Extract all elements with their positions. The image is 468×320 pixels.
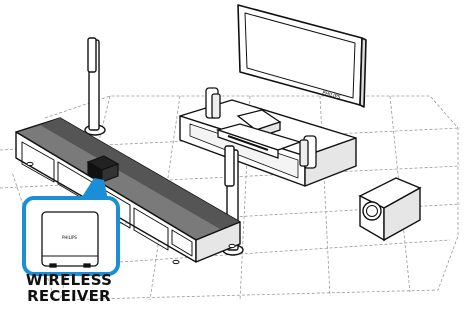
wireless-receiver-unit [86,155,120,184]
tv-brand: PHILIPS [321,90,341,101]
main-unit [215,123,303,159]
front-left-speaker [205,87,221,119]
wireless-receiver-label: WIRELESS RECEIVER [10,272,128,304]
wireless-receiver-label-line2: RECEIVER [27,287,111,305]
left-tower-speaker [84,37,106,136]
front-right-speaker [299,135,317,169]
receiver-callout: PHILIPS [22,178,120,276]
wireless-receiver-label-line1: WIRELESS [25,271,113,289]
receiver-callout-device [41,211,99,268]
subwoofer [358,177,422,242]
receiver-callout-brand: PHILIPS [62,235,77,240]
tv: PHILIPS [237,4,367,108]
